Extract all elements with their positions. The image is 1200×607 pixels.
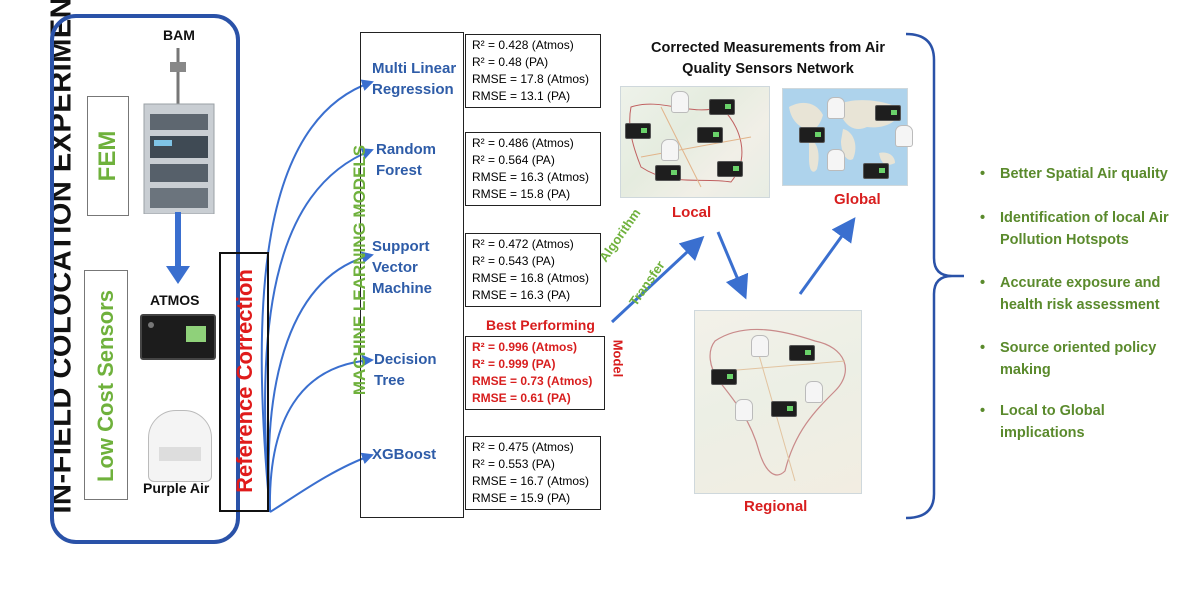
regional-map — [694, 310, 862, 494]
global-label: Global — [834, 191, 881, 208]
global-sensor-5 — [827, 149, 845, 171]
global-sensor-6 — [863, 163, 889, 179]
model-name-xgboost: XGBoost — [372, 446, 437, 463]
regional-sensor-5 — [735, 399, 753, 421]
regional-sensor-6 — [771, 401, 797, 417]
regional-sensor-4 — [805, 381, 823, 403]
regional-sensor-3 — [711, 369, 737, 385]
local-sensor-3 — [625, 123, 651, 139]
global-sensor-4 — [895, 125, 913, 147]
local-sensor-2 — [709, 99, 735, 115]
regional-label: Regional — [744, 498, 808, 515]
reference-correction-box — [219, 252, 269, 512]
bullet-icon: • — [980, 403, 986, 419]
global-sensor-1 — [827, 97, 845, 119]
local-label: Local — [672, 204, 712, 221]
bullet-icon: • — [980, 340, 986, 356]
local-sensor-5 — [661, 139, 679, 161]
regional-sensor-1 — [751, 335, 769, 357]
colocation-frame — [50, 14, 240, 544]
global-map — [782, 88, 913, 186]
low-cost-box — [84, 270, 128, 500]
global-sensor-3 — [799, 127, 825, 143]
implication-item: • Better Spatial Air quality — [980, 163, 1168, 185]
local-sensor-1 — [671, 91, 689, 113]
purple-air-label: Purple Air — [143, 480, 210, 496]
local-map — [620, 86, 770, 198]
ml-models-label: MACHINE LEARNING MODELS — [350, 144, 369, 396]
metrics-box-random-forest: R² = 0.486 (Atmos)R² = 0.564 (PA) RMSE =… — [465, 132, 601, 206]
ml-models-box — [360, 32, 464, 518]
low-cost-label: Low Cost Sensors — [93, 290, 118, 482]
regional-sensor-2 — [789, 345, 815, 361]
local-sensor-6 — [655, 165, 681, 181]
global-sensor-2 — [875, 105, 901, 121]
local-sensor-4 — [697, 127, 723, 143]
purple-air-sensor-image — [148, 410, 212, 482]
metrics-box-xgboost: R² = 0.475 (Atmos)R² = 0.553 (PA) RMSE =… — [465, 436, 601, 510]
reference-correction-label: Reference Correction — [232, 269, 257, 493]
metrics-box-decision-tree: R² = 0.996 (Atmos)R² = 0.999 (PA) RMSE =… — [465, 336, 605, 410]
bam-label: BAM — [163, 27, 195, 43]
atmos-label: ATMOS — [150, 292, 200, 308]
metrics-box-mlr: R² = 0.428 (Atmos)R² = 0.48 (PA) RMSE = … — [465, 34, 601, 108]
corrected-measurements-title: Corrected Measurements from Air Quality … — [651, 40, 885, 77]
atmos-sensor-image — [140, 314, 216, 360]
best-model-label: Model — [610, 339, 626, 378]
bullet-icon: • — [980, 166, 986, 182]
bullet-icon: • — [980, 210, 986, 226]
bullet-icon: • — [980, 275, 986, 291]
fem-box — [87, 96, 129, 216]
bam-station-image — [140, 48, 218, 215]
best-performing-label: Best Performing — [486, 317, 595, 333]
local-sensor-7 — [717, 161, 743, 177]
metrics-box-svm: R² = 0.472 (Atmos)R² = 0.543 (PA) RMSE =… — [465, 233, 601, 307]
